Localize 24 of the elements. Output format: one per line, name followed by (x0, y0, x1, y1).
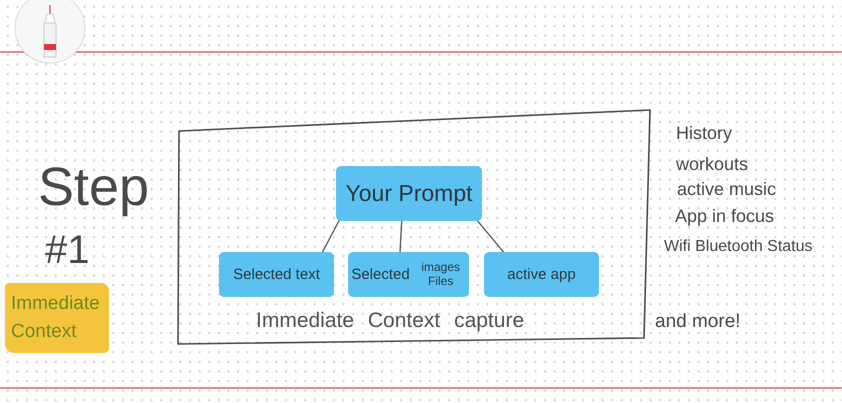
box-label: Your Prompt (346, 180, 472, 207)
box-label: images Files (420, 260, 462, 288)
frame-caption: Immediate Context capture (256, 309, 524, 332)
step-heading: Step (38, 158, 150, 218)
note-text: and more! (655, 312, 741, 333)
hand-drawn-frame (176, 108, 652, 346)
box-label: active app (507, 266, 576, 284)
list-item: workouts (676, 155, 748, 175)
rounded-box (348, 252, 469, 297)
connector-line (322, 220, 340, 253)
box-label: Selected text (233, 266, 320, 284)
rounded-box (484, 252, 599, 297)
list-item: Wifi Bluetooth Status (664, 238, 813, 256)
rounded-box (336, 166, 482, 221)
highlighted-note: Immediate Context (11, 292, 101, 344)
highlighter-mark (5, 283, 109, 353)
list-item: History (676, 124, 732, 144)
rounded-box (219, 252, 334, 297)
connector-line (476, 220, 504, 253)
list-item: active music (677, 180, 776, 200)
list-item: App in focus (675, 207, 774, 227)
connector-line (399, 220, 402, 253)
box-label: Selected (351, 266, 410, 284)
step-number: #1 (45, 228, 90, 272)
